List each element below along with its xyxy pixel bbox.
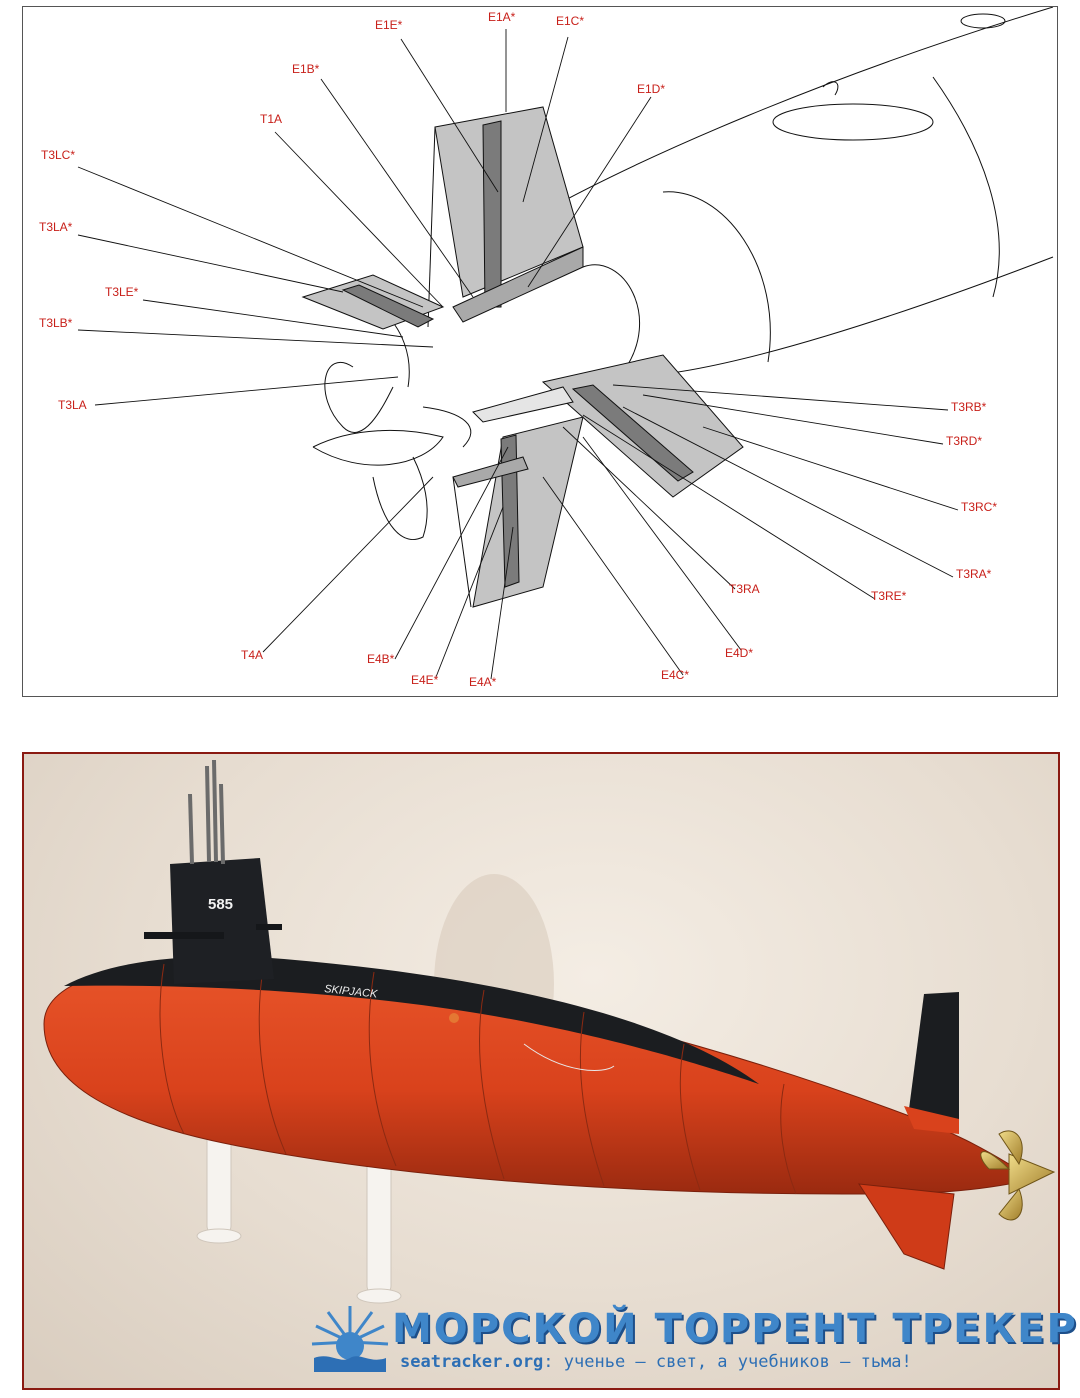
label-t3le: T3LE* <box>105 285 139 299</box>
watermark-site-link[interactable]: seatracker.org <box>400 1352 544 1372</box>
deck-cable <box>523 1043 615 1071</box>
label-t3lc: T3LC* <box>41 148 75 162</box>
watermark-title: МОРСКОЙ ТОРРЕНТ ТРЕКЕР <box>392 1306 1078 1352</box>
label-t3lb: T3LB* <box>39 316 73 330</box>
label-t3la: T3LA <box>58 398 87 412</box>
left-stern-plane <box>301 274 445 330</box>
label-e4b: E4B* <box>367 652 395 666</box>
model-photo-panel: 585 SKIPJACK <box>22 752 1060 1390</box>
watermark: МОРСКОЙ ТОРРЕНТ ТРЕКЕР seatracker.org: у… <box>310 1302 1076 1392</box>
label-e1c: E1C* <box>556 14 584 28</box>
lower-tail-fin <box>858 1183 955 1270</box>
label-e4c: E4C* <box>661 668 689 682</box>
deck-hatch <box>449 1013 459 1023</box>
label-e1d: E1D* <box>637 82 665 96</box>
ship-name: SKIPJACK <box>324 983 379 1001</box>
sail: 585 <box>144 858 282 984</box>
label-t4a: T4A <box>241 648 263 662</box>
leader-lines <box>77 29 959 680</box>
label-e1b: E1B* <box>292 62 320 76</box>
label-t3rd: T3RD* <box>946 434 982 448</box>
upper-rudder <box>427 106 584 328</box>
label-e4e: E4E* <box>411 673 439 687</box>
label-t3la-star: T3LA* <box>39 220 73 234</box>
watermark-subtitle: seatracker.org: ученье — свет, а учебник… <box>400 1352 912 1372</box>
label-t3re: T3RE* <box>871 589 907 603</box>
sunburst-logo-icon <box>311 1306 389 1372</box>
label-t3rc: T3RC* <box>961 500 997 514</box>
display-stand-right <box>356 1153 402 1304</box>
masts <box>188 759 225 865</box>
watermark-motto: : ученье — свет, а учебников — тьма! <box>543 1352 912 1372</box>
stern-diagram: E1E* E1A* E1C* E1B* E1D* T1A T3LC* T3LA*… <box>39 7 1054 689</box>
label-e1e: E1E* <box>375 18 403 32</box>
label-t1a: T1A <box>260 112 282 126</box>
label-t3ra-star: T3RA* <box>956 567 992 581</box>
hull-seams <box>159 961 797 1195</box>
hull-number: 585 <box>208 896 233 913</box>
lower-rudder <box>452 416 584 608</box>
right-stern-plane <box>472 354 744 498</box>
brass-propeller <box>980 1130 1056 1221</box>
stern-diagram-panel: E1E* E1A* E1C* E1B* E1D* T1A T3LC* T3LA*… <box>22 6 1058 697</box>
label-t3rb: T3RB* <box>951 400 987 414</box>
label-t3ra: T3RA <box>729 582 760 596</box>
label-e4a: E4A* <box>469 675 497 689</box>
submarine-model-illustration: 585 SKIPJACK <box>43 759 1056 1304</box>
display-stand-left <box>196 1113 242 1244</box>
label-e1a: E1A* <box>488 10 516 24</box>
upper-tail-fin <box>909 992 959 1134</box>
hull-black-deck <box>64 956 759 1084</box>
label-e4d: E4D* <box>725 646 753 660</box>
